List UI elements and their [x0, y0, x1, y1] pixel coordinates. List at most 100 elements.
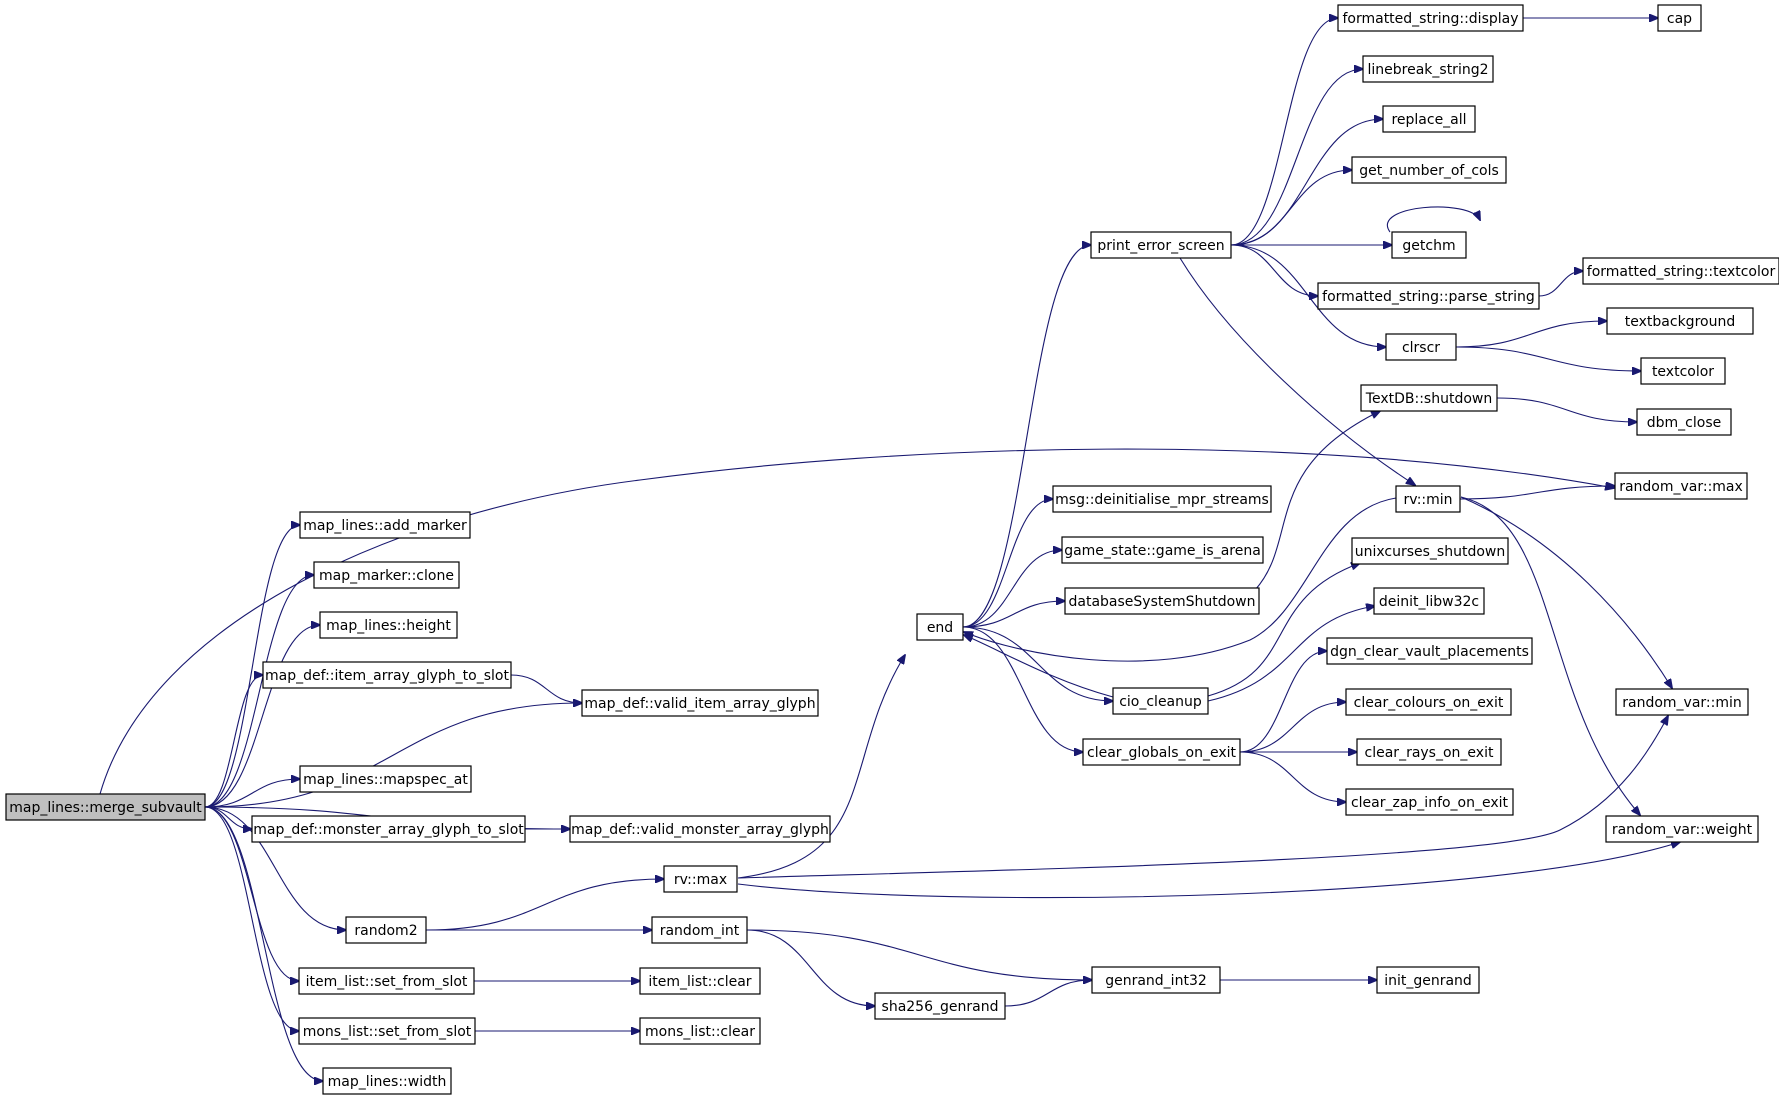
edge-random2-to-rv_max: [425, 879, 664, 931]
node-getchm[interactable]: getchm: [1391, 231, 1467, 259]
node-textdb-shutdown[interactable]: TextDB::shutdown: [1360, 384, 1498, 412]
node-merge-subvault[interactable]: map_lines::merge_subvault: [5, 793, 206, 821]
node-mons-clear[interactable]: mons_list::clear: [639, 1017, 761, 1045]
edge-merge_subvault-to-rvar_max: [99, 448, 1614, 795]
node-add-marker[interactable]: map_lines::add_marker: [299, 511, 471, 539]
node-box: [1351, 156, 1507, 184]
node-label: rv::max: [674, 872, 727, 888]
node-clear-rays[interactable]: clear_rays_on_exit: [1356, 738, 1502, 766]
node-label: dgn_clear_vault_placements: [1330, 644, 1529, 660]
node-dbShutdown[interactable]: databaseSystemShutdown: [1064, 587, 1260, 615]
edge-print_error_screen-to-get_cols: [1230, 170, 1352, 246]
node-clear-zap[interactable]: clear_zap_info_on_exit: [1345, 788, 1514, 816]
node-marker-clone[interactable]: map_marker::clone: [313, 561, 460, 589]
node-box: [663, 865, 738, 893]
node-box: [5, 793, 206, 821]
node-rv-max[interactable]: rv::max: [663, 865, 738, 893]
edge-end-to-cio_cleanup: [962, 626, 1113, 701]
node-dgn-clear[interactable]: dgn_clear_vault_placements: [1326, 637, 1533, 665]
node-replace-all[interactable]: replace_all: [1382, 105, 1476, 133]
node-label: end: [927, 620, 953, 636]
node-box: [1345, 688, 1512, 716]
node-fs-parse[interactable]: formatted_string::parse_string: [1317, 282, 1540, 310]
edge-item_array_glyph_to_slot-to-valid_item_array_glyph: [510, 674, 582, 703]
node-label: msg::deinitialise_mpr_streams: [1055, 492, 1269, 508]
node-box: [639, 967, 761, 995]
node-label: map_def::valid_monster_array_glyph: [571, 822, 829, 838]
node-box: [1373, 587, 1485, 615]
node-label: linebreak_string2: [1368, 62, 1489, 78]
node-deinit-libw32c[interactable]: deinit_libw32c: [1373, 587, 1485, 615]
edge-layer: [99, 18, 1680, 1081]
edge-rv_max-to-rvar_min: [737, 716, 1668, 879]
node-cio-cleanup[interactable]: cio_cleanup: [1112, 687, 1209, 715]
node-label: random_var::min: [1622, 695, 1742, 711]
node-label: item_list::set_from_slot: [306, 974, 468, 990]
node-valid-item-array-glyph[interactable]: map_def::valid_item_array_glyph: [581, 689, 819, 717]
node-box: [319, 611, 458, 639]
edge-cio_cleanup-to-deinit_libw32c: [1207, 606, 1375, 702]
node-rv-min[interactable]: rv::min: [1395, 485, 1461, 513]
node-random-int[interactable]: random_int: [651, 916, 748, 944]
node-sha256-genrand[interactable]: sha256_genrand: [874, 992, 1006, 1020]
node-genrand-int32[interactable]: genrand_int32: [1091, 966, 1221, 994]
edge-cio_cleanup-to-unixcurses: [1207, 563, 1360, 697]
edge-merge_subvault-to-height: [204, 625, 320, 808]
node-box: [874, 992, 1006, 1020]
edge-rv_min-to-rvar_max: [1459, 486, 1615, 500]
node-box: [298, 1017, 476, 1045]
node-fs-display[interactable]: formatted_string::display: [1337, 4, 1524, 32]
node-label: dbm_close: [1647, 415, 1721, 431]
node-cap[interactable]: cap: [1657, 4, 1702, 32]
node-msg-deinit[interactable]: msg::deinitialise_mpr_streams: [1052, 485, 1272, 513]
node-clrscr[interactable]: clrscr: [1385, 333, 1457, 361]
node-label: map_def::valid_item_array_glyph: [584, 696, 815, 712]
node-box: [1605, 815, 1759, 843]
node-fs-textcolor[interactable]: formatted_string::textcolor: [1582, 257, 1779, 285]
node-item-array-glyph-to-slot[interactable]: map_def::item_array_glyph_to_slot: [262, 661, 512, 689]
node-unixcurses[interactable]: unixcurses_shutdown: [1351, 537, 1509, 565]
node-monster-array-glyph-to-slot[interactable]: map_def::monster_array_glyph_to_slot: [251, 815, 526, 843]
node-label: textbackground: [1625, 314, 1735, 330]
node-print-error-screen[interactable]: print_error_screen: [1090, 231, 1232, 259]
node-box: [1337, 4, 1524, 32]
node-rvar-max[interactable]: random_var::max: [1614, 472, 1748, 500]
node-item-clear[interactable]: item_list::clear: [639, 967, 761, 995]
node-box: [916, 613, 964, 641]
edge-merge_subvault-to-mons_set_from_slot: [204, 806, 299, 1031]
node-label: genrand_int32: [1105, 973, 1207, 989]
node-rvar-min[interactable]: random_var::min: [1615, 688, 1749, 716]
node-mons-set-from-slot[interactable]: mons_list::set_from_slot: [298, 1017, 476, 1045]
node-end[interactable]: end: [916, 613, 964, 641]
node-dbm-close[interactable]: dbm_close: [1636, 408, 1732, 436]
node-clear-colours[interactable]: clear_colours_on_exit: [1345, 688, 1512, 716]
edge-rv_min-to-end: [964, 497, 1397, 662]
node-mapspec-at[interactable]: map_lines::mapspec_at: [299, 765, 472, 793]
node-random2[interactable]: random2: [345, 916, 427, 944]
node-box: [1385, 333, 1457, 361]
node-label: init_genrand: [1384, 973, 1472, 989]
node-clear-globals[interactable]: clear_globals_on_exit: [1082, 738, 1241, 766]
edge-dbShutdown-to-textdb_shutdown: [1254, 411, 1380, 591]
node-item-set-from-slot[interactable]: item_list::set_from_slot: [298, 967, 475, 995]
node-textbackground[interactable]: textbackground: [1606, 307, 1754, 335]
node-label: map_def::monster_array_glyph_to_slot: [253, 822, 524, 838]
node-height[interactable]: map_lines::height: [319, 611, 458, 639]
edge-end-to-msg_deinit: [962, 499, 1053, 628]
node-rvar-weight[interactable]: random_var::weight: [1605, 815, 1759, 843]
node-box: [1345, 788, 1514, 816]
node-linebreak[interactable]: linebreak_string2: [1362, 55, 1494, 83]
edge-print_error_screen-to-clrscr: [1230, 244, 1386, 347]
edge-merge_subvault-to-add_marker: [204, 525, 300, 808]
node-box: [1112, 687, 1209, 715]
node-get-cols[interactable]: get_number_of_cols: [1351, 156, 1507, 184]
node-textcolor[interactable]: textcolor: [1640, 357, 1726, 385]
node-label: clear_globals_on_exit: [1087, 745, 1237, 761]
node-game-is-arena[interactable]: game_state::game_is_arena: [1061, 536, 1264, 564]
node-width[interactable]: map_lines::width: [322, 1067, 452, 1095]
node-box: [1052, 485, 1272, 513]
node-init-genrand[interactable]: init_genrand: [1376, 966, 1480, 994]
node-valid-monster-array-glyph[interactable]: map_def::valid_monster_array_glyph: [569, 815, 831, 843]
node-box: [569, 815, 831, 843]
node-label: get_number_of_cols: [1359, 163, 1499, 179]
